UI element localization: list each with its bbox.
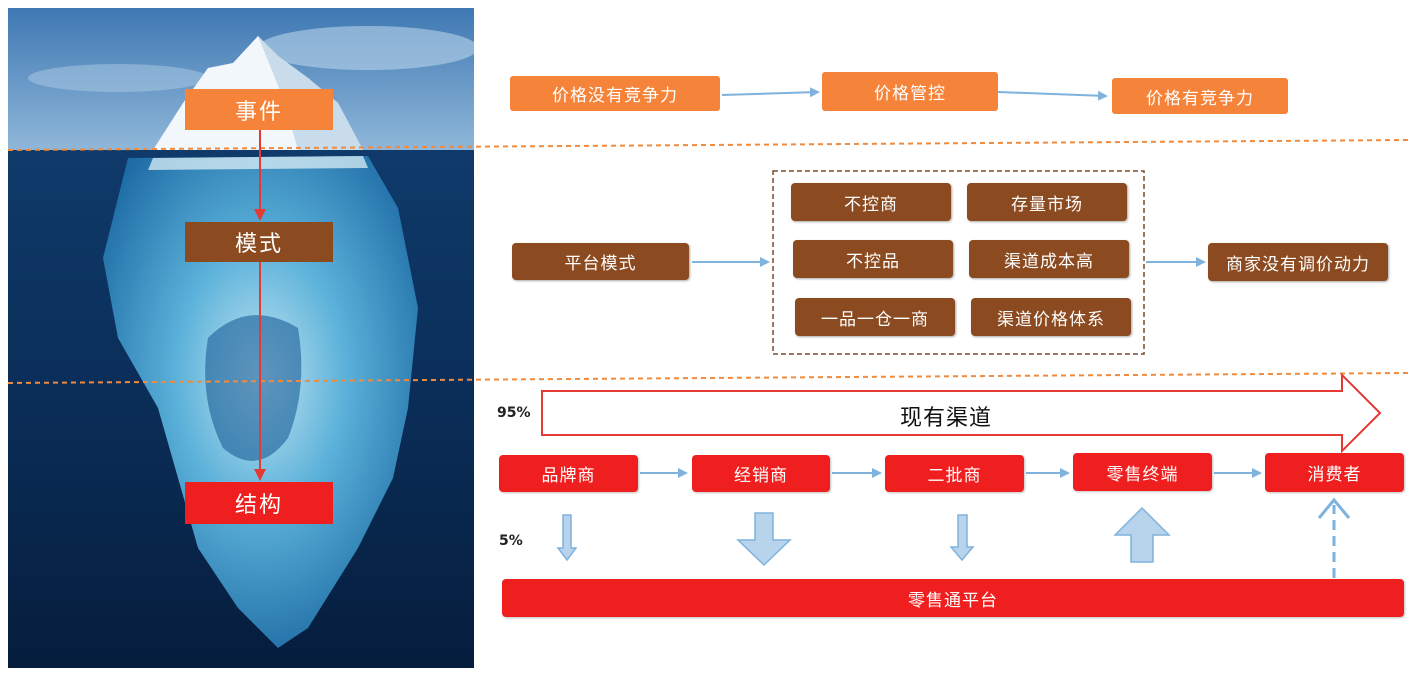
factor-box-high-channel-cost: 渠道成本高 xyxy=(969,240,1129,278)
chain-box-wholesaler: 二批商 xyxy=(885,455,1024,492)
channel-arrow-label: 现有渠道 xyxy=(900,406,993,431)
channel-share-95: 95% xyxy=(497,405,531,421)
divider-top xyxy=(7,139,1411,151)
event-box-uncompetitive-price: 价格没有竞争力 xyxy=(510,76,720,111)
iceberg-structure-label: 结构 xyxy=(185,482,333,524)
pattern-box-platform-mode: 平台模式 xyxy=(512,243,689,280)
platform-share-5: 5% xyxy=(499,533,523,549)
platform-bar-retail-link: 零售通平台 xyxy=(502,579,1404,617)
arrow-r1-2 xyxy=(997,90,1108,101)
channel-big-arrow xyxy=(541,372,1382,454)
chain-box-consumer: 消费者 xyxy=(1265,453,1404,492)
arrow-r1-1 xyxy=(721,87,820,98)
factor-box-no-product-control: 不控品 xyxy=(793,240,953,278)
factor-box-no-merchant-control: 不控商 xyxy=(791,183,951,221)
up-arrow-retail xyxy=(1113,506,1171,563)
chain-box-distributor: 经销商 xyxy=(692,455,830,492)
down-arrow-brand xyxy=(556,514,578,562)
event-box-competitive-price: 价格有竞争力 xyxy=(1112,78,1288,114)
factor-box-existing-market: 存量市场 xyxy=(967,183,1127,221)
chain-box-retail-terminal: 零售终端 xyxy=(1073,453,1212,491)
dashed-up-arrow-consumer-head xyxy=(1317,497,1351,519)
down-arrow-wholesaler xyxy=(949,514,975,562)
factor-box-one-product-warehouse-merchant: 一品一仓一商 xyxy=(795,298,955,336)
factor-box-channel-price-system: 渠道价格体系 xyxy=(971,298,1131,336)
iceberg-event-label: 事件 xyxy=(185,89,333,130)
pattern-box-no-repricing-motivation: 商家没有调价动力 xyxy=(1208,243,1388,281)
down-arrow-distributor xyxy=(736,512,792,567)
chain-box-brand: 品牌商 xyxy=(499,455,638,492)
factor-group-frame xyxy=(772,170,1145,355)
divider-bottom xyxy=(7,372,1411,384)
iceberg-pattern-label: 模式 xyxy=(185,222,333,262)
event-box-price-control: 价格管控 xyxy=(822,72,998,111)
